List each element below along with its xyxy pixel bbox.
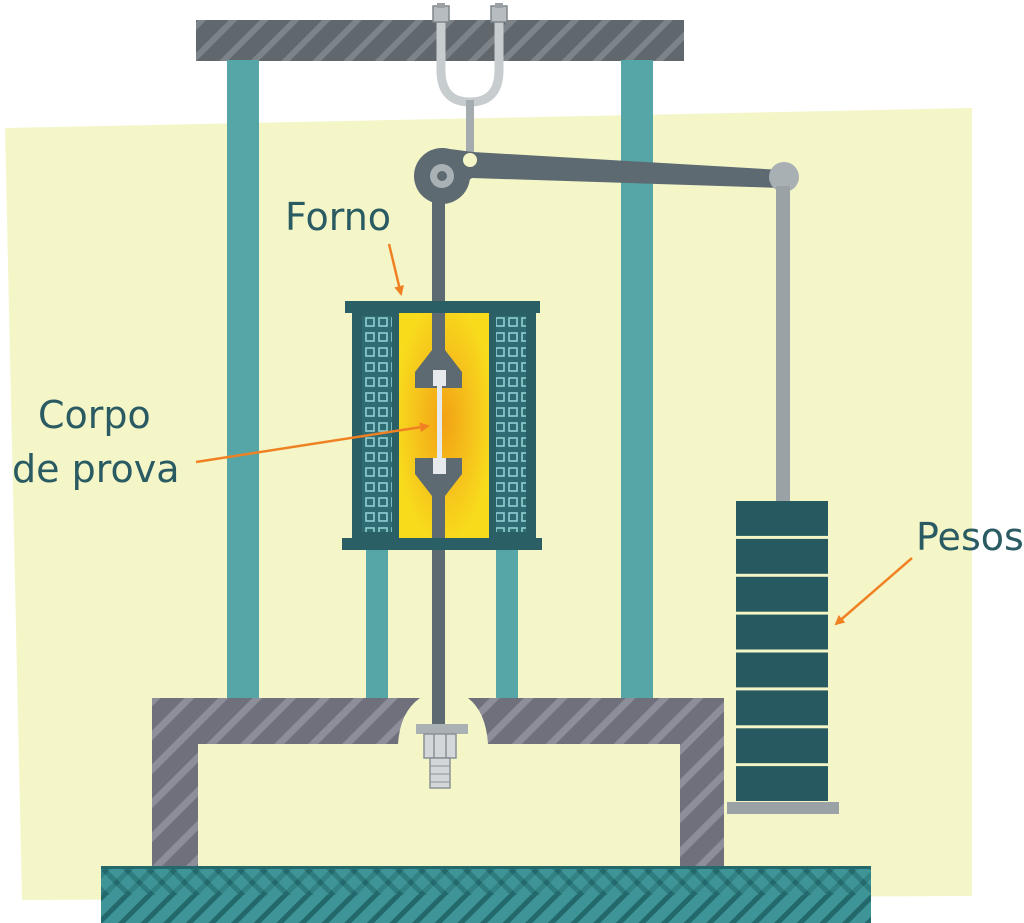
pesos-label: Pesos [916, 515, 1024, 559]
weight-plate [736, 728, 828, 764]
weight-plate [736, 652, 828, 688]
weight-plate [736, 576, 828, 612]
u-bolt-hanger [432, 3, 508, 160]
weight-plate [736, 690, 828, 726]
test-specimen [415, 313, 462, 538]
lever-arm [414, 148, 799, 204]
right-column [621, 60, 653, 702]
corpo-de-prova-arrow [195, 422, 430, 464]
furnace-support-right [496, 548, 518, 703]
weight-plate [736, 501, 828, 536]
lower-frame [152, 698, 724, 872]
weight-hanger-rod [776, 186, 790, 502]
corpo-de-prova-label-line1: Corpo [38, 393, 151, 437]
base [101, 866, 871, 923]
forno-arrow [387, 243, 404, 296]
nut-and-bolt [416, 724, 468, 789]
furnace-support-left [366, 548, 388, 703]
weights-stack [736, 501, 828, 801]
weight-plate [736, 614, 828, 650]
weights-tray [727, 802, 839, 814]
left-column [227, 60, 259, 702]
corpo-de-prova-label-line2: de prova [12, 447, 180, 491]
weight-plate [736, 538, 828, 574]
weight-plate [736, 766, 828, 801]
pesos-arrow [834, 557, 913, 626]
forno-label: Forno [285, 195, 391, 239]
